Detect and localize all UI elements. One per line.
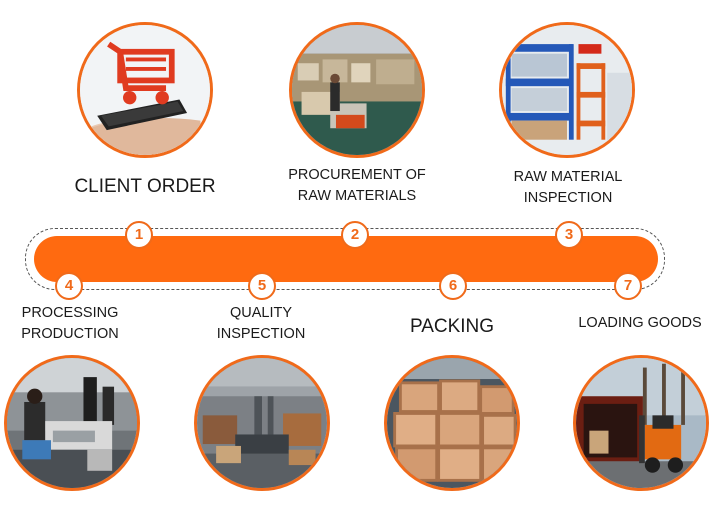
step-4-number: 4 bbox=[55, 272, 83, 300]
step-2-label: PROCUREMENT OF RAW MATERIALS bbox=[288, 167, 426, 205]
sewing-workshop-photo bbox=[4, 355, 140, 491]
step-1-label: CLIENT ORDER bbox=[74, 176, 216, 197]
step-3-number: 3 bbox=[555, 221, 583, 249]
step-6-number: 6 bbox=[439, 272, 467, 300]
step-7-label: LOADING GOODS bbox=[578, 315, 702, 331]
step-1-number: 1 bbox=[125, 221, 153, 249]
step-2-number: 2 bbox=[341, 221, 369, 249]
step-3-label: RAW MATERIAL INSPECTION bbox=[513, 169, 623, 207]
wooden-crates-photo bbox=[384, 355, 520, 491]
step-6-label: PACKING bbox=[409, 316, 495, 337]
storage-racks-photo bbox=[499, 22, 635, 158]
container-loading-photo bbox=[573, 355, 709, 491]
factory-floor-photo bbox=[194, 355, 330, 491]
warehouse-forklift-photo bbox=[289, 22, 425, 158]
step-7-number: 7 bbox=[614, 272, 642, 300]
step-5-label: QUALITY INSPECTION bbox=[216, 305, 306, 343]
step-4-label: PROCESSING PRODUCTION bbox=[21, 305, 119, 343]
step-5-number: 5 bbox=[248, 272, 276, 300]
shopping-cart-on-phone-photo bbox=[77, 22, 213, 158]
